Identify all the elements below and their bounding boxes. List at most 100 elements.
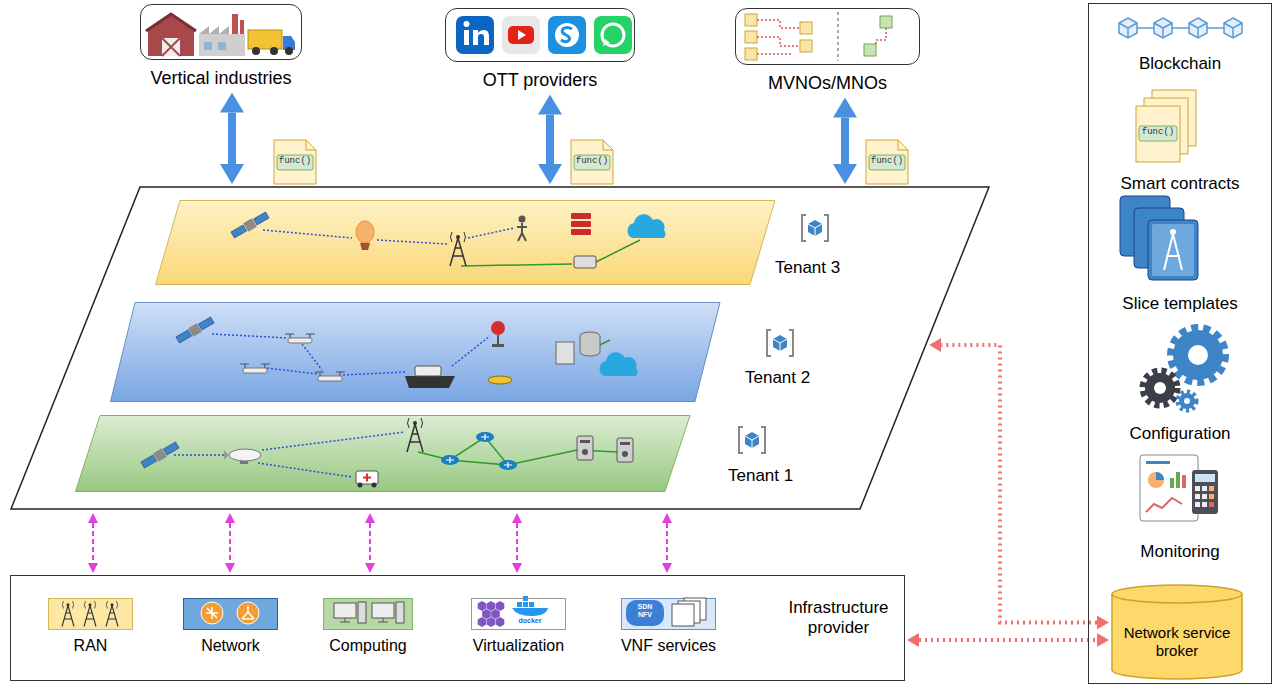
tenant2-illustration <box>175 316 793 388</box>
configuration-icon <box>1143 328 1225 410</box>
smart-contract-icon <box>1136 106 1180 162</box>
ran-icon <box>106 601 118 627</box>
computing-icon <box>372 603 394 618</box>
text-slot: Computing <box>298 636 438 655</box>
youtube-logo <box>502 16 540 54</box>
virtualization-icon <box>487 617 496 627</box>
tenant1-illustration <box>739 427 765 453</box>
code-label: func() <box>574 156 610 166</box>
resource-box: Computing <box>323 598 413 655</box>
plane-outline <box>11 187 989 509</box>
network-icon <box>206 607 218 619</box>
tenant2-illustration <box>491 321 505 335</box>
slice-template-icon <box>1148 220 1198 280</box>
text-slot: Smart contracts <box>1089 174 1271 194</box>
text-slot: Network <box>158 636 303 655</box>
connector-arrow <box>546 115 554 164</box>
tenant3-illustration <box>450 232 466 266</box>
network-icon <box>237 602 259 624</box>
whatsapp-logo <box>603 39 610 46</box>
slice-topology-icon <box>745 14 757 26</box>
connector-arrow <box>516 523 518 563</box>
slice-topology-icon <box>876 28 886 44</box>
vnf-icon <box>626 598 706 626</box>
node-label: VNF services <box>596 636 741 655</box>
cylinder-body <box>1112 585 1242 679</box>
label-slot: func() <box>1139 127 1177 137</box>
tenant3-illustration <box>519 216 526 223</box>
provider-box: Vertical industries <box>140 4 302 90</box>
node-label: Computing <box>298 636 438 655</box>
tenant-slice: Tenant 2 <box>110 302 845 402</box>
factory-icon <box>204 42 212 50</box>
label-slot: docker <box>510 617 550 625</box>
youtube-logo <box>508 26 534 44</box>
tenant1-illustration <box>499 460 517 470</box>
truck-icon <box>252 47 260 55</box>
linkedin-logo <box>464 21 470 27</box>
barn-icon <box>146 14 196 31</box>
logo-label: SDN NFV <box>634 603 656 619</box>
provider-box: OTT providers <box>445 8 635 92</box>
band-outline <box>76 416 691 492</box>
computing-icon <box>378 618 388 622</box>
contract-document <box>571 140 613 184</box>
truck-icon <box>285 47 293 55</box>
slice-topology-icon <box>864 44 876 56</box>
monitoring-icon <box>1140 455 1218 521</box>
truck-icon <box>248 30 282 49</box>
tenant2-illustration <box>240 364 270 373</box>
text-slot: Tenant 2 <box>745 368 845 388</box>
infrastructure-box: Infrastructure providerRANNetworkComputi… <box>10 575 905 681</box>
tenant3-illustration <box>571 221 591 227</box>
slice-template-icon <box>1134 208 1184 268</box>
tenant3-illustration <box>461 240 640 266</box>
panel-label: Monitoring <box>1089 542 1271 562</box>
monitoring-icon <box>1192 470 1218 514</box>
monitoring-icon <box>1176 472 1180 488</box>
whatsapp-logo <box>594 16 632 54</box>
linkedin-logo <box>464 30 469 45</box>
computing-icon <box>334 602 404 623</box>
resource-icon-box <box>621 598 716 630</box>
monitoring-icon <box>1209 494 1214 499</box>
panel-label: Blockchain <box>1089 54 1271 74</box>
slice-topology-icon <box>745 31 757 43</box>
label-slot: func() <box>869 156 905 166</box>
ran-icon <box>62 601 118 627</box>
tenant1-illustration <box>441 455 459 465</box>
tenant1-illustration <box>358 483 363 488</box>
label-slot: func() <box>277 156 313 166</box>
connector-arrow <box>228 113 236 164</box>
tenant1-illustration <box>224 450 229 460</box>
logo-label: docker <box>510 617 550 625</box>
linkedin-logo <box>473 30 489 45</box>
monitoring-icon <box>1195 486 1200 491</box>
monitoring-icon <box>1170 478 1174 488</box>
text-slot: OTT providers <box>395 70 685 92</box>
tenant1-illustration <box>617 438 633 462</box>
label-slot: SDN NFV <box>634 603 656 619</box>
slice-template-icon <box>1170 229 1176 235</box>
contract-document <box>274 140 908 184</box>
smart-contract-icon <box>1139 126 1177 141</box>
tenant2-illustration <box>415 366 441 376</box>
tenant3-illustration <box>360 243 370 250</box>
computing-icon <box>358 602 366 623</box>
band-outline <box>156 201 776 285</box>
linkedin-logo <box>456 16 494 54</box>
virtualization-icon <box>496 617 505 627</box>
resource-box: Virtualization <box>471 598 566 655</box>
panel-label: Slice templates <box>1089 294 1271 314</box>
text-slot: VNF services <box>596 636 741 655</box>
node-label: Tenant 1 <box>728 466 828 486</box>
smart-contract-icon <box>1152 90 1196 146</box>
tenant3-illustration <box>628 214 666 238</box>
barn-icon <box>162 38 180 56</box>
tenant3-illustration <box>571 229 591 235</box>
text-slot: Infrastructure provider <box>776 598 901 639</box>
monitoring-icon <box>1146 498 1182 512</box>
tenant1-illustration <box>174 432 404 477</box>
